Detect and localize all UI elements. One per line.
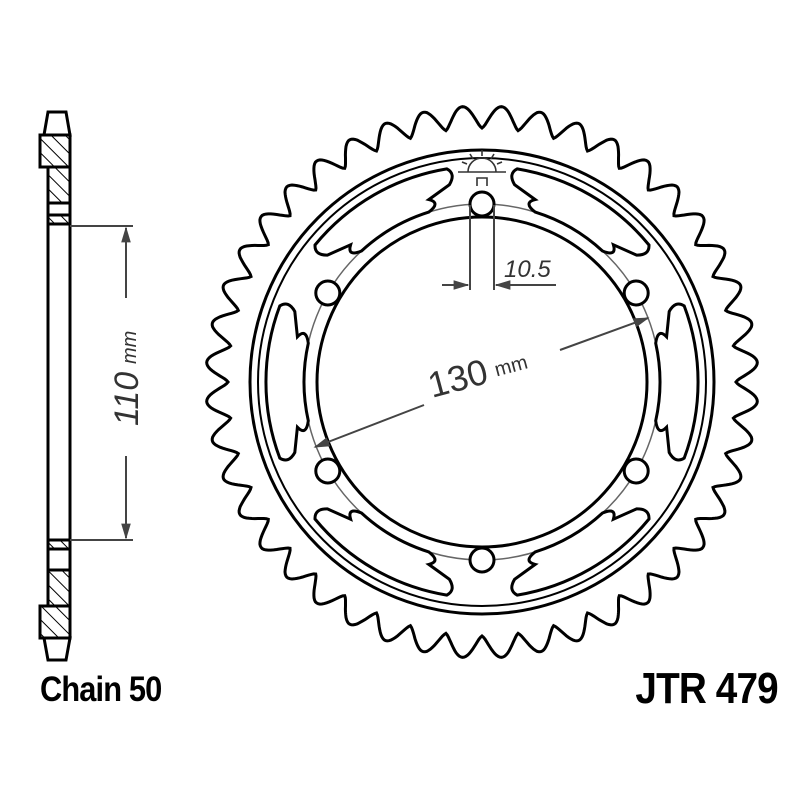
side-hatch-top — [38, 133, 72, 169]
lightening-cutout — [510, 507, 651, 597]
part-number-label: JTR 479 — [635, 664, 779, 713]
bolt-hole — [622, 279, 650, 307]
side-hatch-bottom — [38, 604, 72, 640]
bolt-hole-dimension — [442, 205, 556, 290]
height-dimension — [70, 225, 133, 541]
pcd-dimension — [313, 317, 650, 448]
height-dimension-value: 110 — [108, 372, 146, 426]
pcd-dimension-unit: mm — [492, 351, 530, 381]
pcd-dimension-value: 130 — [423, 351, 492, 406]
side-tooth-top — [42, 110, 72, 137]
bolt-hole — [314, 457, 342, 485]
bolt-hole — [622, 457, 650, 485]
lightening-cutout — [313, 507, 454, 597]
bolt-hole-dimension-value: 10.5 — [504, 256, 551, 283]
side-tooth-bottom — [42, 636, 72, 662]
bolt-hole — [468, 546, 496, 574]
bolt-hole — [314, 279, 342, 307]
chain-size-label: Chain 50 — [40, 670, 162, 709]
sprocket-face-view — [205, 105, 759, 659]
alignment-mark-icon — [458, 150, 506, 186]
lightening-cutout — [313, 167, 454, 257]
lightening-cutout — [264, 302, 310, 462]
lightening-cutout — [654, 302, 700, 462]
lightening-cutout — [510, 167, 651, 257]
sprocket-teeth-outline — [205, 105, 759, 659]
side-profile-view — [38, 110, 72, 662]
height-dimension-unit: mm — [119, 331, 141, 364]
bolt-hole — [468, 190, 496, 218]
